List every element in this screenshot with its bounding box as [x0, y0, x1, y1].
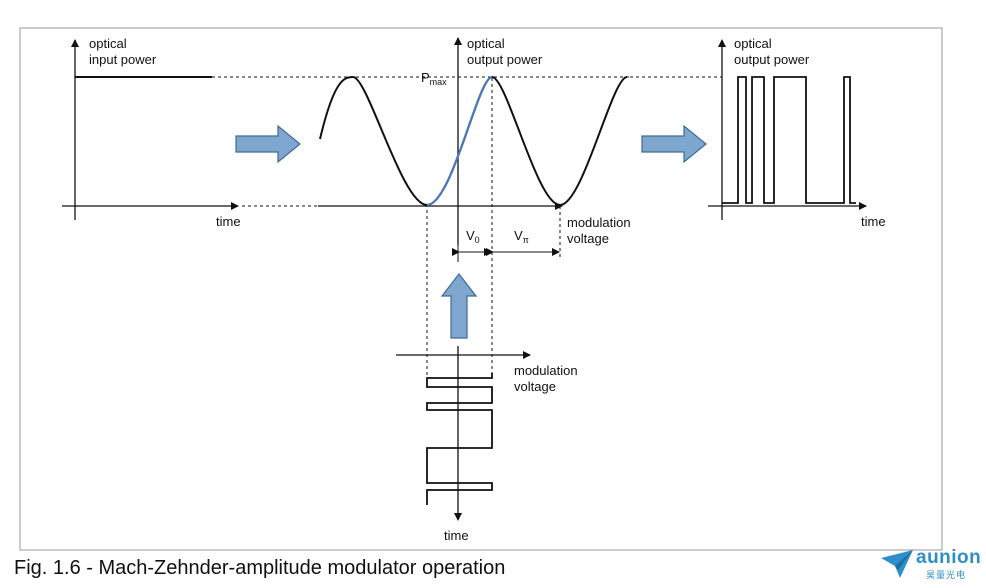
left-y-label-line1: optical [89, 36, 127, 51]
v0-label: V0 [466, 228, 480, 245]
transfer-curve-operating-segment [426, 75, 493, 207]
bottom-x-label-line2: voltage [514, 379, 556, 394]
center-x-label-line2: voltage [567, 231, 609, 246]
figure-caption: Fig. 1.6 - Mach-Zehnder-amplitude modula… [14, 557, 506, 579]
flow-arrow-modulator-to-output [641, 124, 707, 164]
logo-wordmark: aunion [916, 547, 982, 568]
aunion-logo: aunion 昊量光电 [880, 547, 982, 583]
right-panel: optical output power time [708, 36, 886, 229]
bottom-panel: modulation voltage time [396, 346, 578, 543]
center-x-label-line1: modulation [567, 215, 631, 230]
right-x-label: time [861, 214, 886, 229]
left-x-label: time [216, 214, 241, 229]
center-y-label-line2: output power [467, 52, 543, 67]
drive-signal-waveform [426, 373, 493, 505]
center-panel: V0 Vπ Pmax optical output power modulati… [212, 36, 722, 378]
left-panel: optical input power time [62, 36, 318, 229]
transfer-curve [319, 75, 628, 207]
figure-frame [19, 27, 943, 551]
flow-arrow-voltage-to-modulator [440, 273, 478, 339]
bottom-y-label: time [444, 528, 469, 543]
vpi-label: Vπ [514, 228, 529, 245]
pmax-label: Pmax [421, 70, 447, 87]
bottom-x-label-line1: modulation [514, 363, 578, 378]
paper-plane-icon [881, 550, 913, 578]
right-y-label-line2: output power [734, 52, 810, 67]
left-y-label-line2: input power [89, 52, 157, 67]
logo-subtitle: 昊量光电 [926, 571, 967, 581]
output-pulse-train [722, 76, 856, 204]
flow-arrow-input-to-modulator [235, 124, 301, 164]
center-y-label-line1: optical [467, 36, 505, 51]
right-y-label-line1: optical [734, 36, 772, 51]
